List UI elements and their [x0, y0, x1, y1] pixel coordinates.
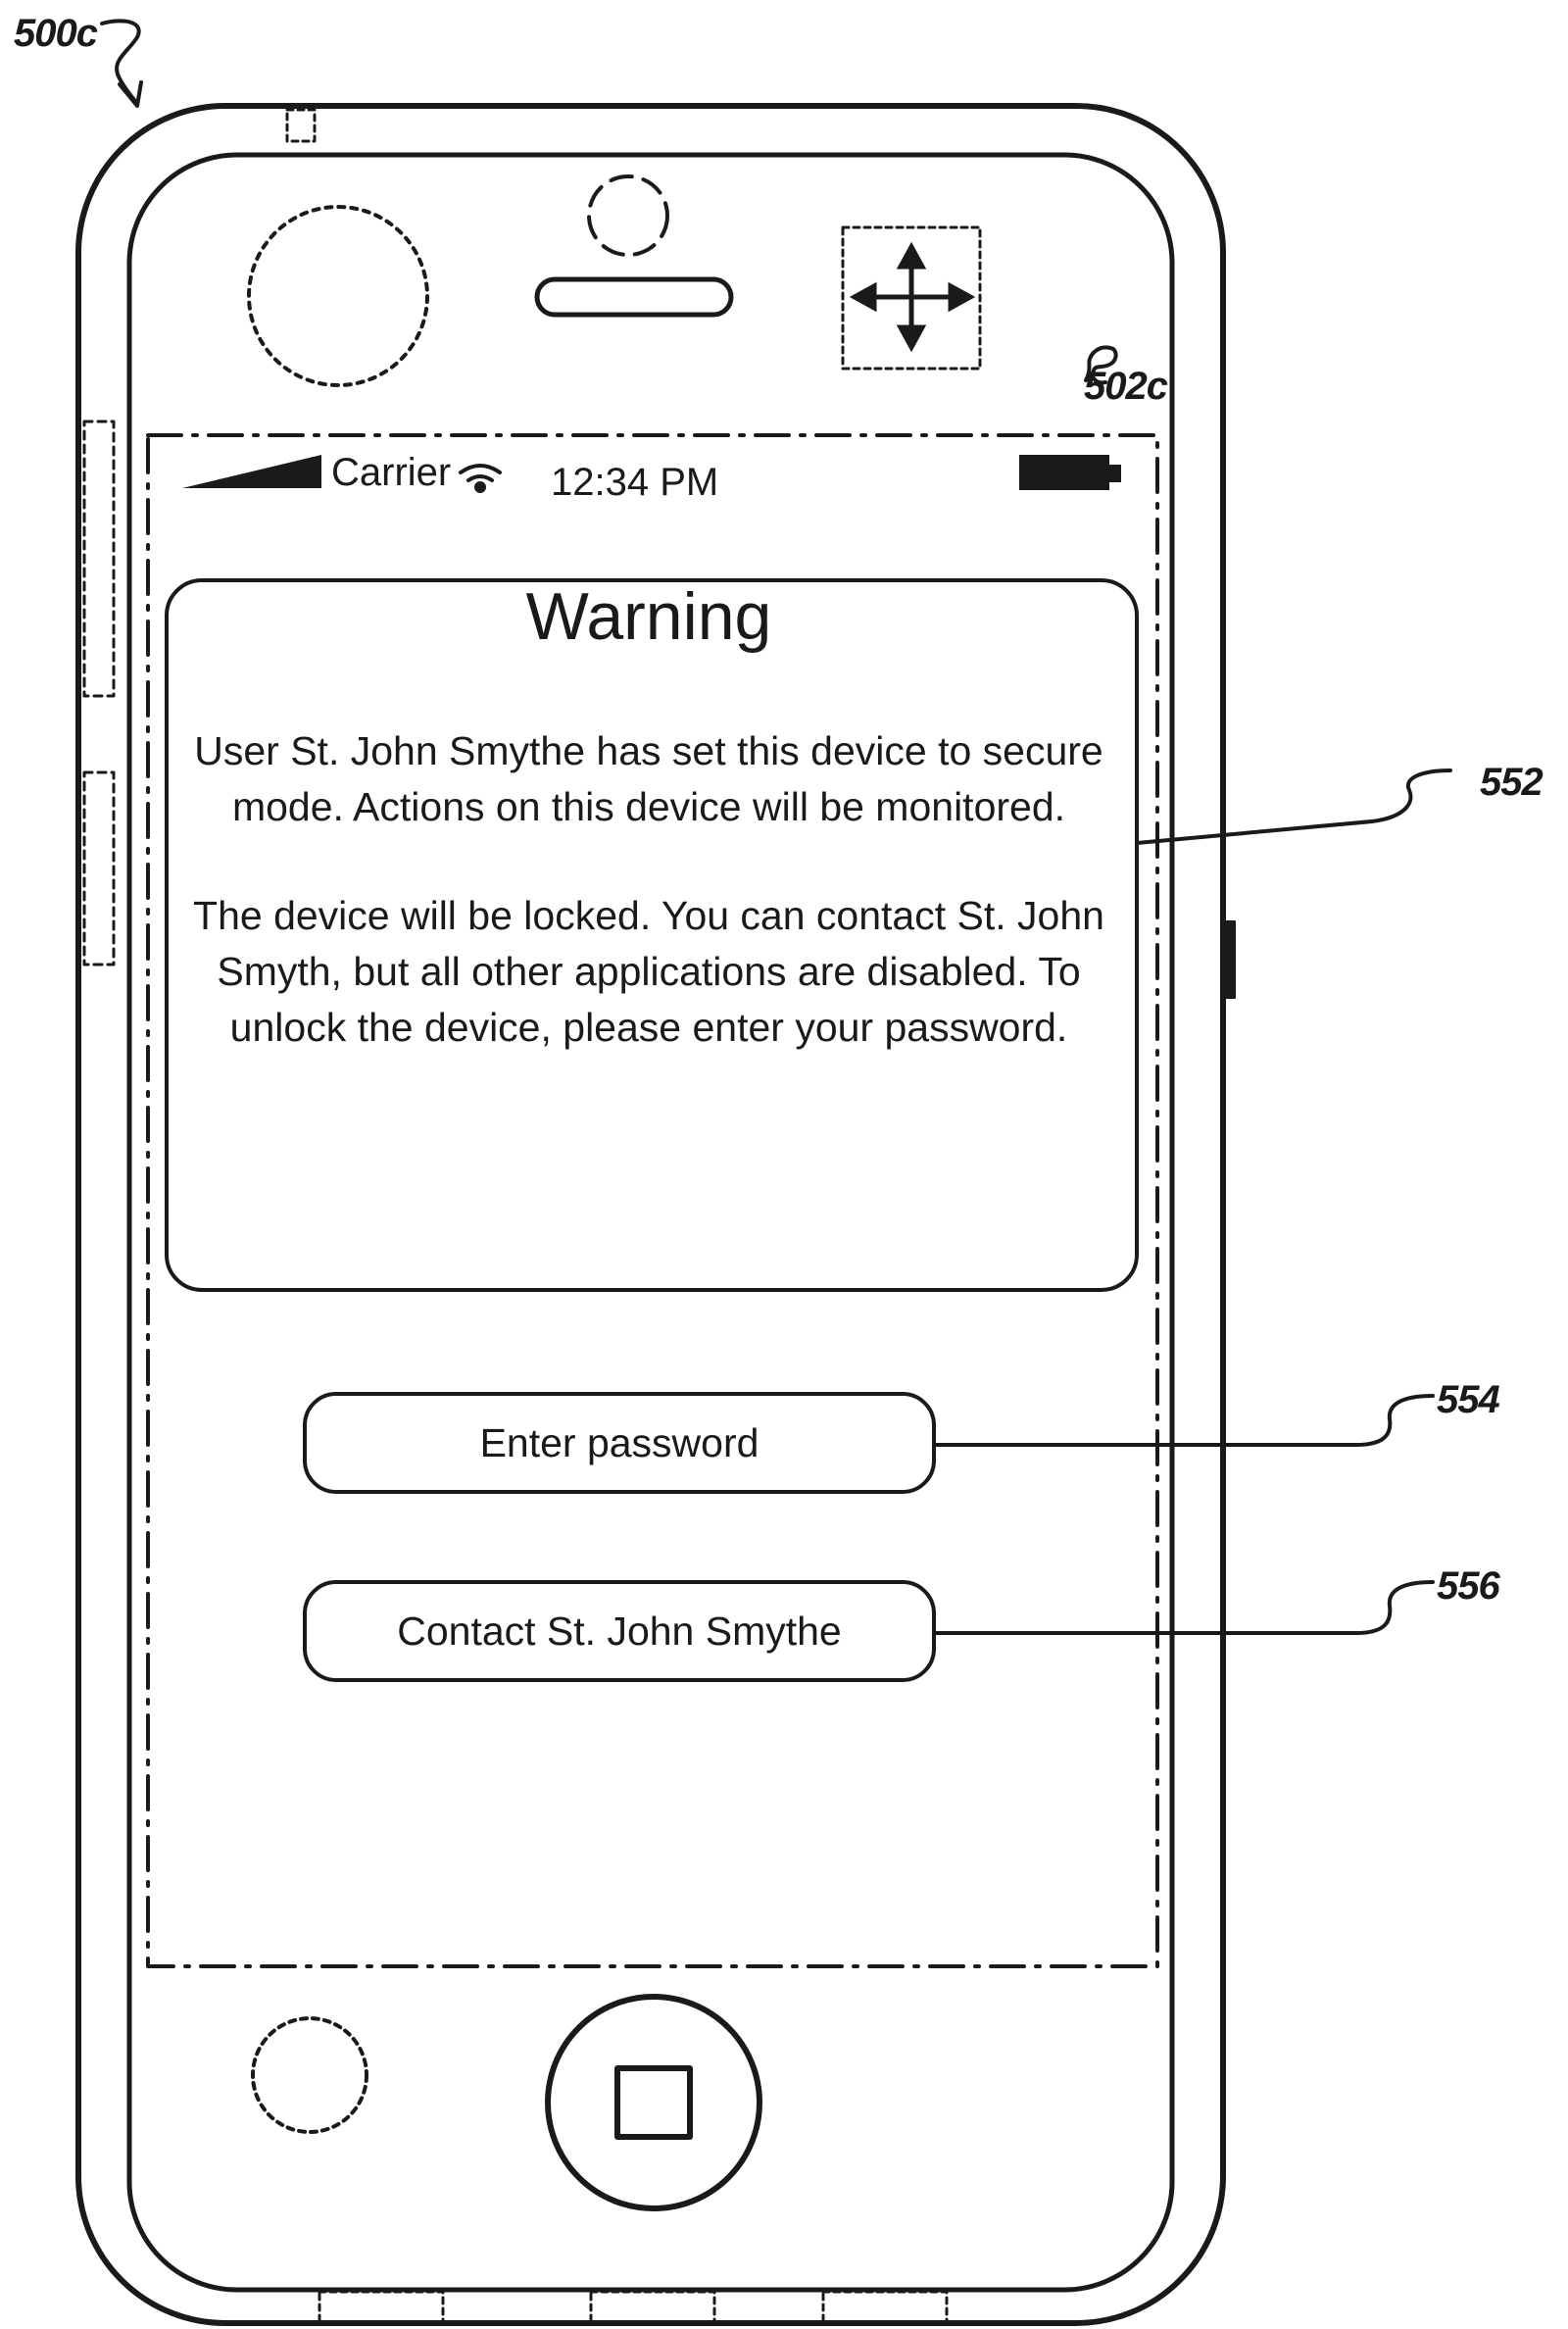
four-way-arrow-icon: [855, 247, 970, 347]
dialog-title: Warning: [165, 580, 1133, 654]
enter-password-button[interactable]: Enter password: [303, 1392, 936, 1494]
dialog-paragraph-2: The device will be locked. You can conta…: [186, 888, 1111, 1056]
signal-strength-icon: [182, 455, 321, 488]
wifi-icon: [461, 466, 500, 491]
leader-554: [936, 1396, 1433, 1445]
bottom-port-right: [823, 2292, 947, 2323]
volume-down-button: [84, 772, 114, 965]
label-554: 554: [1437, 1378, 1499, 1422]
carrier-name: Carrier: [331, 453, 451, 492]
device-outer-shell: [78, 106, 1223, 2323]
label-552: 552: [1480, 761, 1543, 805]
proximity-sensor-circle: [589, 176, 667, 255]
front-camera-circle: [249, 207, 427, 385]
contact-button-label: Contact St. John Smythe: [397, 1609, 842, 1655]
bottom-port-left: [319, 2292, 443, 2323]
label-556: 556: [1437, 1564, 1499, 1609]
contact-button[interactable]: Contact St. John Smythe: [303, 1580, 936, 1682]
home-button: [548, 1997, 760, 2208]
enter-password-button-label: Enter password: [480, 1420, 760, 1466]
home-button-square-icon: [617, 2068, 690, 2137]
dialog-paragraph-1: User St. John Smythe has set this device…: [186, 723, 1111, 835]
display-boundary: [148, 435, 1157, 1966]
bottom-port-center: [591, 2292, 714, 2323]
top-button-outline: [287, 110, 315, 141]
volume-up-button: [84, 421, 114, 696]
status-time: 12:34 PM: [551, 463, 718, 502]
earpiece-speaker: [537, 279, 731, 315]
label-502c: 502c: [1084, 365, 1167, 409]
leader-556: [936, 1582, 1433, 1633]
battery-icon: [1019, 455, 1121, 490]
leader-500c: [102, 21, 139, 104]
power-button: [1223, 921, 1235, 998]
leader-552: [1137, 770, 1450, 843]
bottom-sensor-circle: [253, 2018, 367, 2132]
label-500c: 500c: [14, 12, 97, 56]
